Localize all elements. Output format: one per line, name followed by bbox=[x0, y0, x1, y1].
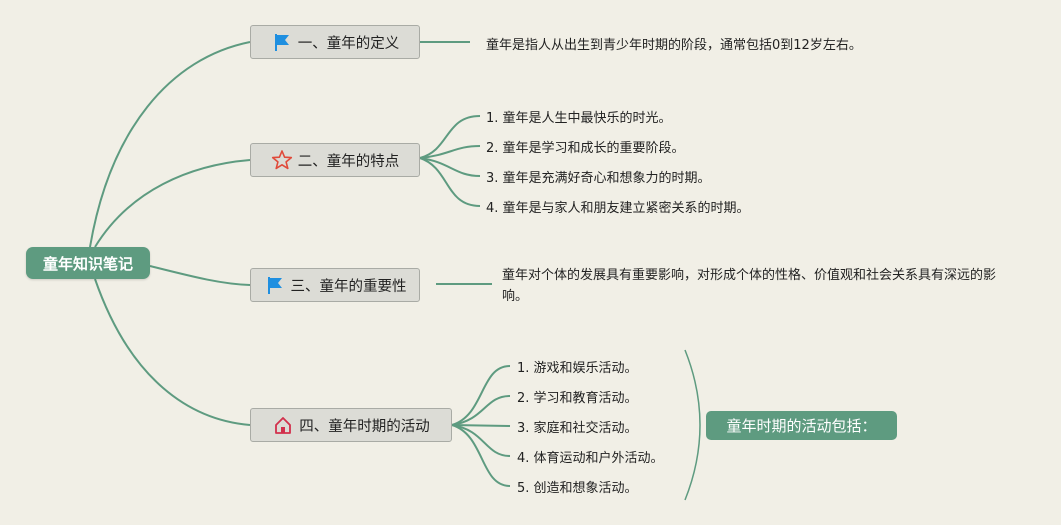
importance-text: 童年对个体的发展具有重要影响，对形成个体的性格、价值观和社会关系具有深远的影响。 bbox=[502, 268, 997, 304]
star-icon bbox=[271, 149, 293, 171]
branch-activities[interactable]: 四、童年时期的活动 bbox=[250, 408, 452, 442]
branch-importance[interactable]: 三、童年的重要性 bbox=[250, 268, 420, 302]
feature-item-1: 1. 童年是人生中最快乐的时光。 bbox=[486, 111, 672, 126]
link-activity-5 bbox=[451, 424, 511, 487]
link-feature-2 bbox=[419, 145, 481, 159]
feature-item-2: 2. 童年是学习和成长的重要阶段。 bbox=[486, 141, 685, 156]
flag-icon bbox=[271, 31, 293, 53]
link-feature-3 bbox=[419, 157, 481, 177]
home-icon bbox=[272, 414, 294, 436]
activity-item-5: 5. 创造和想象活动。 bbox=[517, 481, 638, 496]
link-root-branch-1 bbox=[89, 41, 251, 248]
link-activity-2 bbox=[451, 395, 511, 426]
summary-node-label: 童年时期的活动包括： bbox=[726, 417, 877, 435]
activity-item-4: 4. 体育运动和户外活动。 bbox=[517, 451, 664, 466]
link-activity-1 bbox=[451, 365, 511, 426]
summary-bracket bbox=[684, 349, 701, 501]
activity-item-3: 3. 家庭和社交活动。 bbox=[517, 421, 638, 436]
link-feature-1 bbox=[419, 115, 481, 159]
branch-features[interactable]: 二、童年的特点 bbox=[250, 143, 420, 177]
root-node-label: 童年知识笔记 bbox=[42, 254, 133, 273]
branch-importance-label: 三、童年的重要性 bbox=[290, 278, 407, 295]
link-activity-3 bbox=[451, 424, 511, 427]
branch-features-label: 二、童年的特点 bbox=[297, 153, 400, 170]
link-feature-4 bbox=[419, 157, 481, 207]
branch-definition[interactable]: 一、童年的定义 bbox=[250, 25, 420, 59]
feature-item-4: 4. 童年是与家人和朋友建立紧密关系的时期。 bbox=[486, 201, 750, 216]
branch-definition-label: 一、童年的定义 bbox=[297, 35, 400, 52]
branch-activities-label: 四、童年时期的活动 bbox=[299, 418, 430, 435]
feature-item-3: 3. 童年是充满好奇心和想象力的时期。 bbox=[486, 171, 711, 186]
link-root-branch-4 bbox=[94, 278, 251, 426]
root-node[interactable]: 童年知识笔记 bbox=[26, 247, 150, 279]
activity-item-1: 1. 游戏和娱乐活动。 bbox=[517, 361, 638, 376]
link-root-branch-3 bbox=[149, 265, 251, 286]
link-activity-4 bbox=[451, 424, 511, 457]
link-root-branch-2 bbox=[94, 159, 251, 248]
flag-icon bbox=[264, 274, 286, 296]
activity-item-2: 2. 学习和教育活动。 bbox=[517, 391, 638, 406]
definition-text: 童年是指人从出生到青少年时期的阶段，通常包括0到12岁左右。 bbox=[486, 38, 862, 53]
summary-node[interactable]: 童年时期的活动包括： bbox=[706, 411, 897, 440]
